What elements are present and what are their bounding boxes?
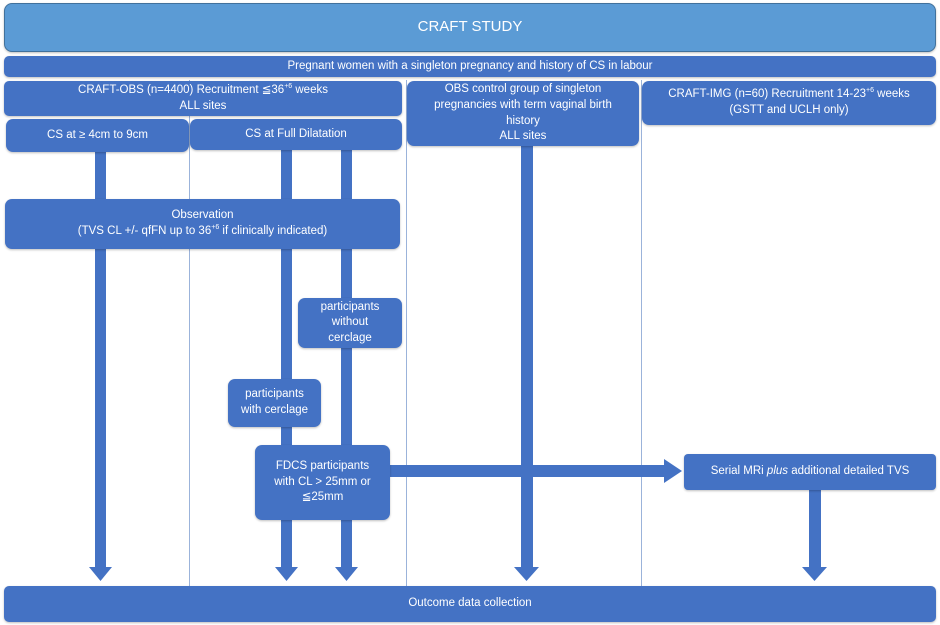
craft-img-line2: (GSTT and UCLH only) xyxy=(729,104,849,116)
craft-obs-box: CRAFT-OBS (n=4400) Recruitment ≦36+6 wee… xyxy=(4,81,402,116)
obs-control-box: OBS control group of singleton pregnanci… xyxy=(407,81,639,146)
arrow-shaft-mri-to-outcome xyxy=(809,490,821,570)
arrow-head-mri-to-outcome xyxy=(802,567,827,581)
fdcs-line2: with CL > 25mm or xyxy=(274,475,371,488)
column-guide-2 xyxy=(406,80,407,588)
arrow-shaft-with-cerclage xyxy=(281,150,292,570)
craft-obs-line2: ALL sites xyxy=(179,99,227,112)
study-title-text: CRAFT STUDY xyxy=(417,18,523,36)
without-cerclage-box: participants without cerclage xyxy=(298,298,402,348)
arrow-head-with-cerclage xyxy=(275,567,298,581)
cs-4-9cm-box: CS at ≥ 4cm to 9cm xyxy=(6,119,189,152)
arrow-shaft-obs-control xyxy=(521,146,533,570)
with-cerclage-line1: participants xyxy=(245,388,304,401)
cs-full-dilatation-box: CS at Full Dilatation xyxy=(190,119,402,150)
obs-control-line3: history xyxy=(506,114,540,127)
obs-control-line1: OBS control group of singleton xyxy=(444,83,602,96)
arrow-head-fdcs-to-mri xyxy=(664,459,682,483)
cs-4-9cm-text: CS at ≥ 4cm to 9cm xyxy=(47,128,148,141)
obs-control-line2: pregnancies with term vaginal birth xyxy=(434,98,612,111)
obs-control-line4: ALL sites xyxy=(499,130,547,143)
arrow-head-obs-control xyxy=(514,567,539,581)
without-cerclage-line1: participants xyxy=(320,300,380,313)
outcome-box: Outcome data collection xyxy=(4,586,936,622)
observation-box: Observation (TVS CL +/- qfFN up to 36+6 … xyxy=(5,199,400,249)
arrow-shaft-cs-4-9 xyxy=(95,150,106,570)
arrow-head-without-cerclage xyxy=(335,567,358,581)
arrow-shaft-without-cerclage xyxy=(341,150,352,570)
fdcs-line3: ≦25mm xyxy=(301,491,344,504)
column-guide-3 xyxy=(641,80,642,588)
arrow-head-cs-4-9 xyxy=(89,567,112,581)
serial-mri-text: Serial MRi plus additional detailed TVS xyxy=(710,465,910,478)
craft-obs-line1: CRAFT-OBS (n=4400) Recruitment ≦36+6 wee… xyxy=(78,83,328,96)
observation-line1: Observation xyxy=(171,209,234,222)
without-cerclage-line3: cerclage xyxy=(328,331,372,344)
observation-line2: (TVS CL +/- qfFN up to 36+6 if clinicall… xyxy=(77,224,328,237)
with-cerclage-box: participants with cerclage xyxy=(228,379,321,427)
population-text: Pregnant women with a singleton pregnanc… xyxy=(287,59,653,72)
with-cerclage-line2: with cerclage xyxy=(240,404,309,416)
population-banner: Pregnant women with a singleton pregnanc… xyxy=(4,56,936,77)
column-guide-1 xyxy=(189,80,190,588)
without-cerclage-line2: without xyxy=(331,316,369,329)
serial-mri-box: Serial MRi plus additional detailed TVS xyxy=(684,454,936,490)
arrow-shaft-fdcs-to-mri xyxy=(388,465,668,477)
fdcs-line1: FDCS participants xyxy=(275,460,370,473)
study-title: CRAFT STUDY xyxy=(4,3,936,52)
fdcs-box: FDCS participants with CL > 25mm or ≦25m… xyxy=(255,445,390,520)
cs-full-dilatation-text: CS at Full Dilatation xyxy=(245,127,347,140)
craft-img-box: CRAFT-IMG (n=60) Recruitment 14-23+6 wee… xyxy=(642,81,936,125)
craft-img-line1: CRAFT-IMG (n=60) Recruitment 14-23+6 wee… xyxy=(668,87,910,101)
outcome-text: Outcome data collection xyxy=(408,597,532,610)
